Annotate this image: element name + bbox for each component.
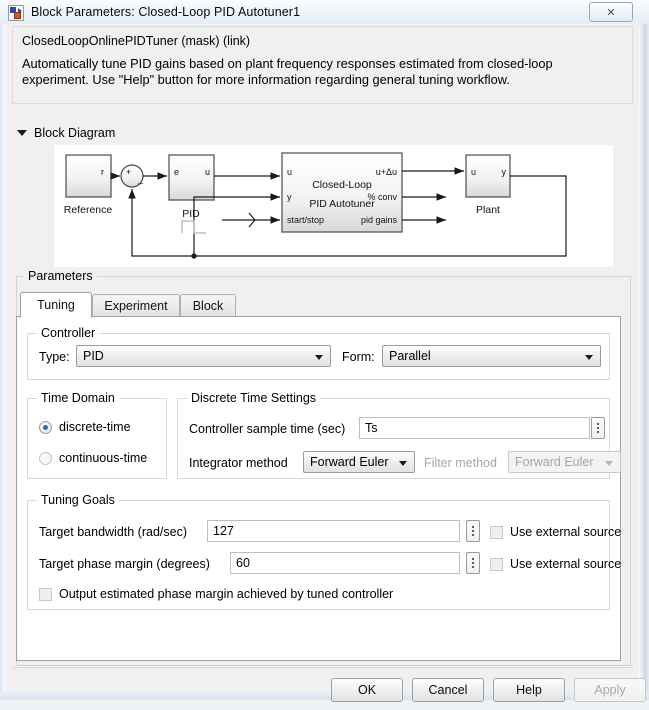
- checkbox-indicator: [490, 525, 503, 539]
- svg-text:start/stop: start/stop: [287, 215, 324, 225]
- phase-margin-use-external-source-label: Use external source: [510, 557, 622, 571]
- svg-text:% conv: % conv: [367, 192, 397, 202]
- svg-text:Plant: Plant: [476, 204, 500, 216]
- integrator-method-label: Integrator method: [189, 456, 288, 470]
- checkbox-indicator: [490, 557, 503, 571]
- target-phase-margin-label: Target phase margin (degrees): [39, 557, 210, 571]
- svg-text:y: y: [287, 192, 292, 202]
- svg-text:y: y: [502, 167, 507, 177]
- radio-continuous-time-label: continuous-time: [59, 451, 148, 465]
- target-bandwidth-label: Target bandwidth (rad/sec): [39, 525, 187, 539]
- target-phase-margin-spinner[interactable]: [466, 552, 480, 574]
- title-bar: Block Parameters: Closed-Loop PID Autotu…: [0, 0, 649, 24]
- radio-continuous-time[interactable]: continuous-time: [39, 451, 147, 465]
- dialog-button-bar: OK Cancel Help Apply: [12, 670, 646, 710]
- tab-block[interactable]: Block: [180, 294, 236, 317]
- output-estimated-phase-margin-label: Output estimated phase margin achieved b…: [59, 587, 394, 601]
- controller-legend: Controller: [37, 326, 100, 340]
- target-bandwidth-input[interactable]: 127: [207, 520, 460, 542]
- radio-indicator: [39, 420, 52, 434]
- ok-button[interactable]: OK: [331, 678, 403, 702]
- parameters-legend: Parameters: [24, 269, 97, 283]
- button-bar-separator: [12, 667, 633, 668]
- svg-text:u: u: [287, 167, 292, 177]
- tuning-goals-legend: Tuning Goals: [37, 493, 119, 507]
- bandwidth-use-external-source-checkbox[interactable]: Use external source: [490, 525, 621, 539]
- target-phase-margin-input[interactable]: 60: [230, 552, 460, 574]
- filter-method-label: Filter method: [424, 456, 497, 470]
- svg-text:PID Autotuner: PID Autotuner: [309, 198, 375, 210]
- simulink-block-icon: [8, 4, 24, 21]
- checkbox-indicator: [39, 587, 52, 601]
- close-icon[interactable]: Close: [589, 2, 633, 22]
- svg-text:PID: PID: [182, 208, 200, 220]
- chevron-down-icon: [17, 130, 27, 136]
- radio-indicator: [39, 451, 52, 465]
- controller-type-select[interactable]: PID: [76, 345, 331, 367]
- svg-text:_: _: [137, 174, 144, 184]
- window-frame-right: [639, 0, 649, 700]
- svg-text:pid gains: pid gains: [361, 215, 398, 225]
- svg-text:u: u: [205, 167, 210, 177]
- radio-discrete-time-label: discrete-time: [59, 420, 131, 434]
- svg-text:e: e: [174, 167, 179, 177]
- chevron-down-icon: [605, 461, 613, 466]
- window-frame-bottom: [0, 692, 649, 700]
- bandwidth-use-external-source-label: Use external source: [510, 525, 622, 539]
- block-diagram-section-header[interactable]: Block Diagram: [14, 124, 314, 142]
- chevron-down-icon: [315, 355, 323, 360]
- block-diagram-canvas: r + _ e u u y start/stop u+Δu % conv pid…: [54, 145, 613, 267]
- form-label: Form:: [342, 350, 375, 364]
- type-label: Type:: [39, 350, 70, 364]
- help-button[interactable]: Help: [493, 678, 565, 702]
- description-panel: ClosedLoopOnlinePIDTuner (mask) (link) A…: [12, 26, 633, 104]
- svg-text:u: u: [471, 167, 476, 177]
- sample-time-input[interactable]: Ts: [359, 417, 590, 439]
- block-diagram-label: Block Diagram: [34, 126, 116, 140]
- tab-experiment[interactable]: Experiment: [92, 294, 180, 317]
- sample-time-label: Controller sample time (sec): [189, 422, 346, 436]
- filter-method-select: Forward Euler: [508, 451, 621, 473]
- svg-text:Closed-Loop: Closed-Loop: [312, 179, 372, 191]
- discrete-time-settings-legend: Discrete Time Settings: [187, 391, 321, 405]
- svg-text:r: r: [101, 167, 104, 177]
- window-frame-left: [0, 0, 6, 700]
- radio-discrete-time[interactable]: discrete-time: [39, 420, 131, 434]
- svg-text:Reference: Reference: [64, 204, 113, 216]
- svg-text:u+Δu: u+Δu: [376, 167, 397, 177]
- mask-description-text: Automatically tune PID gains based on pl…: [22, 56, 553, 87]
- sample-time-spinner[interactable]: [591, 417, 605, 439]
- phase-margin-use-external-source-checkbox[interactable]: Use external source: [490, 557, 621, 571]
- tabstrip: Tuning Experiment Block: [16, 292, 621, 318]
- tuning-tab-panel: Controller Type: PID Form: Parallel Time…: [16, 316, 621, 661]
- svg-text:+: +: [126, 167, 131, 177]
- window-title: Block Parameters: Closed-Loop PID Autotu…: [31, 5, 301, 19]
- apply-button: Apply: [574, 678, 646, 702]
- integrator-method-select[interactable]: Forward Euler: [303, 451, 415, 473]
- controller-form-select[interactable]: Parallel: [382, 345, 601, 367]
- time-domain-group: [27, 398, 167, 479]
- mask-type-label: ClosedLoopOnlinePIDTuner (mask) (link): [22, 34, 251, 48]
- chevron-down-icon: [585, 355, 593, 360]
- chevron-down-icon: [399, 461, 407, 466]
- dialog-client-area: ClosedLoopOnlinePIDTuner (mask) (link) A…: [6, 24, 646, 702]
- time-domain-legend: Time Domain: [37, 391, 119, 405]
- output-estimated-phase-margin-checkbox[interactable]: Output estimated phase margin achieved b…: [39, 587, 393, 601]
- tab-tuning[interactable]: Tuning: [20, 292, 92, 318]
- target-bandwidth-spinner[interactable]: [466, 520, 480, 542]
- cancel-button[interactable]: Cancel: [412, 678, 484, 702]
